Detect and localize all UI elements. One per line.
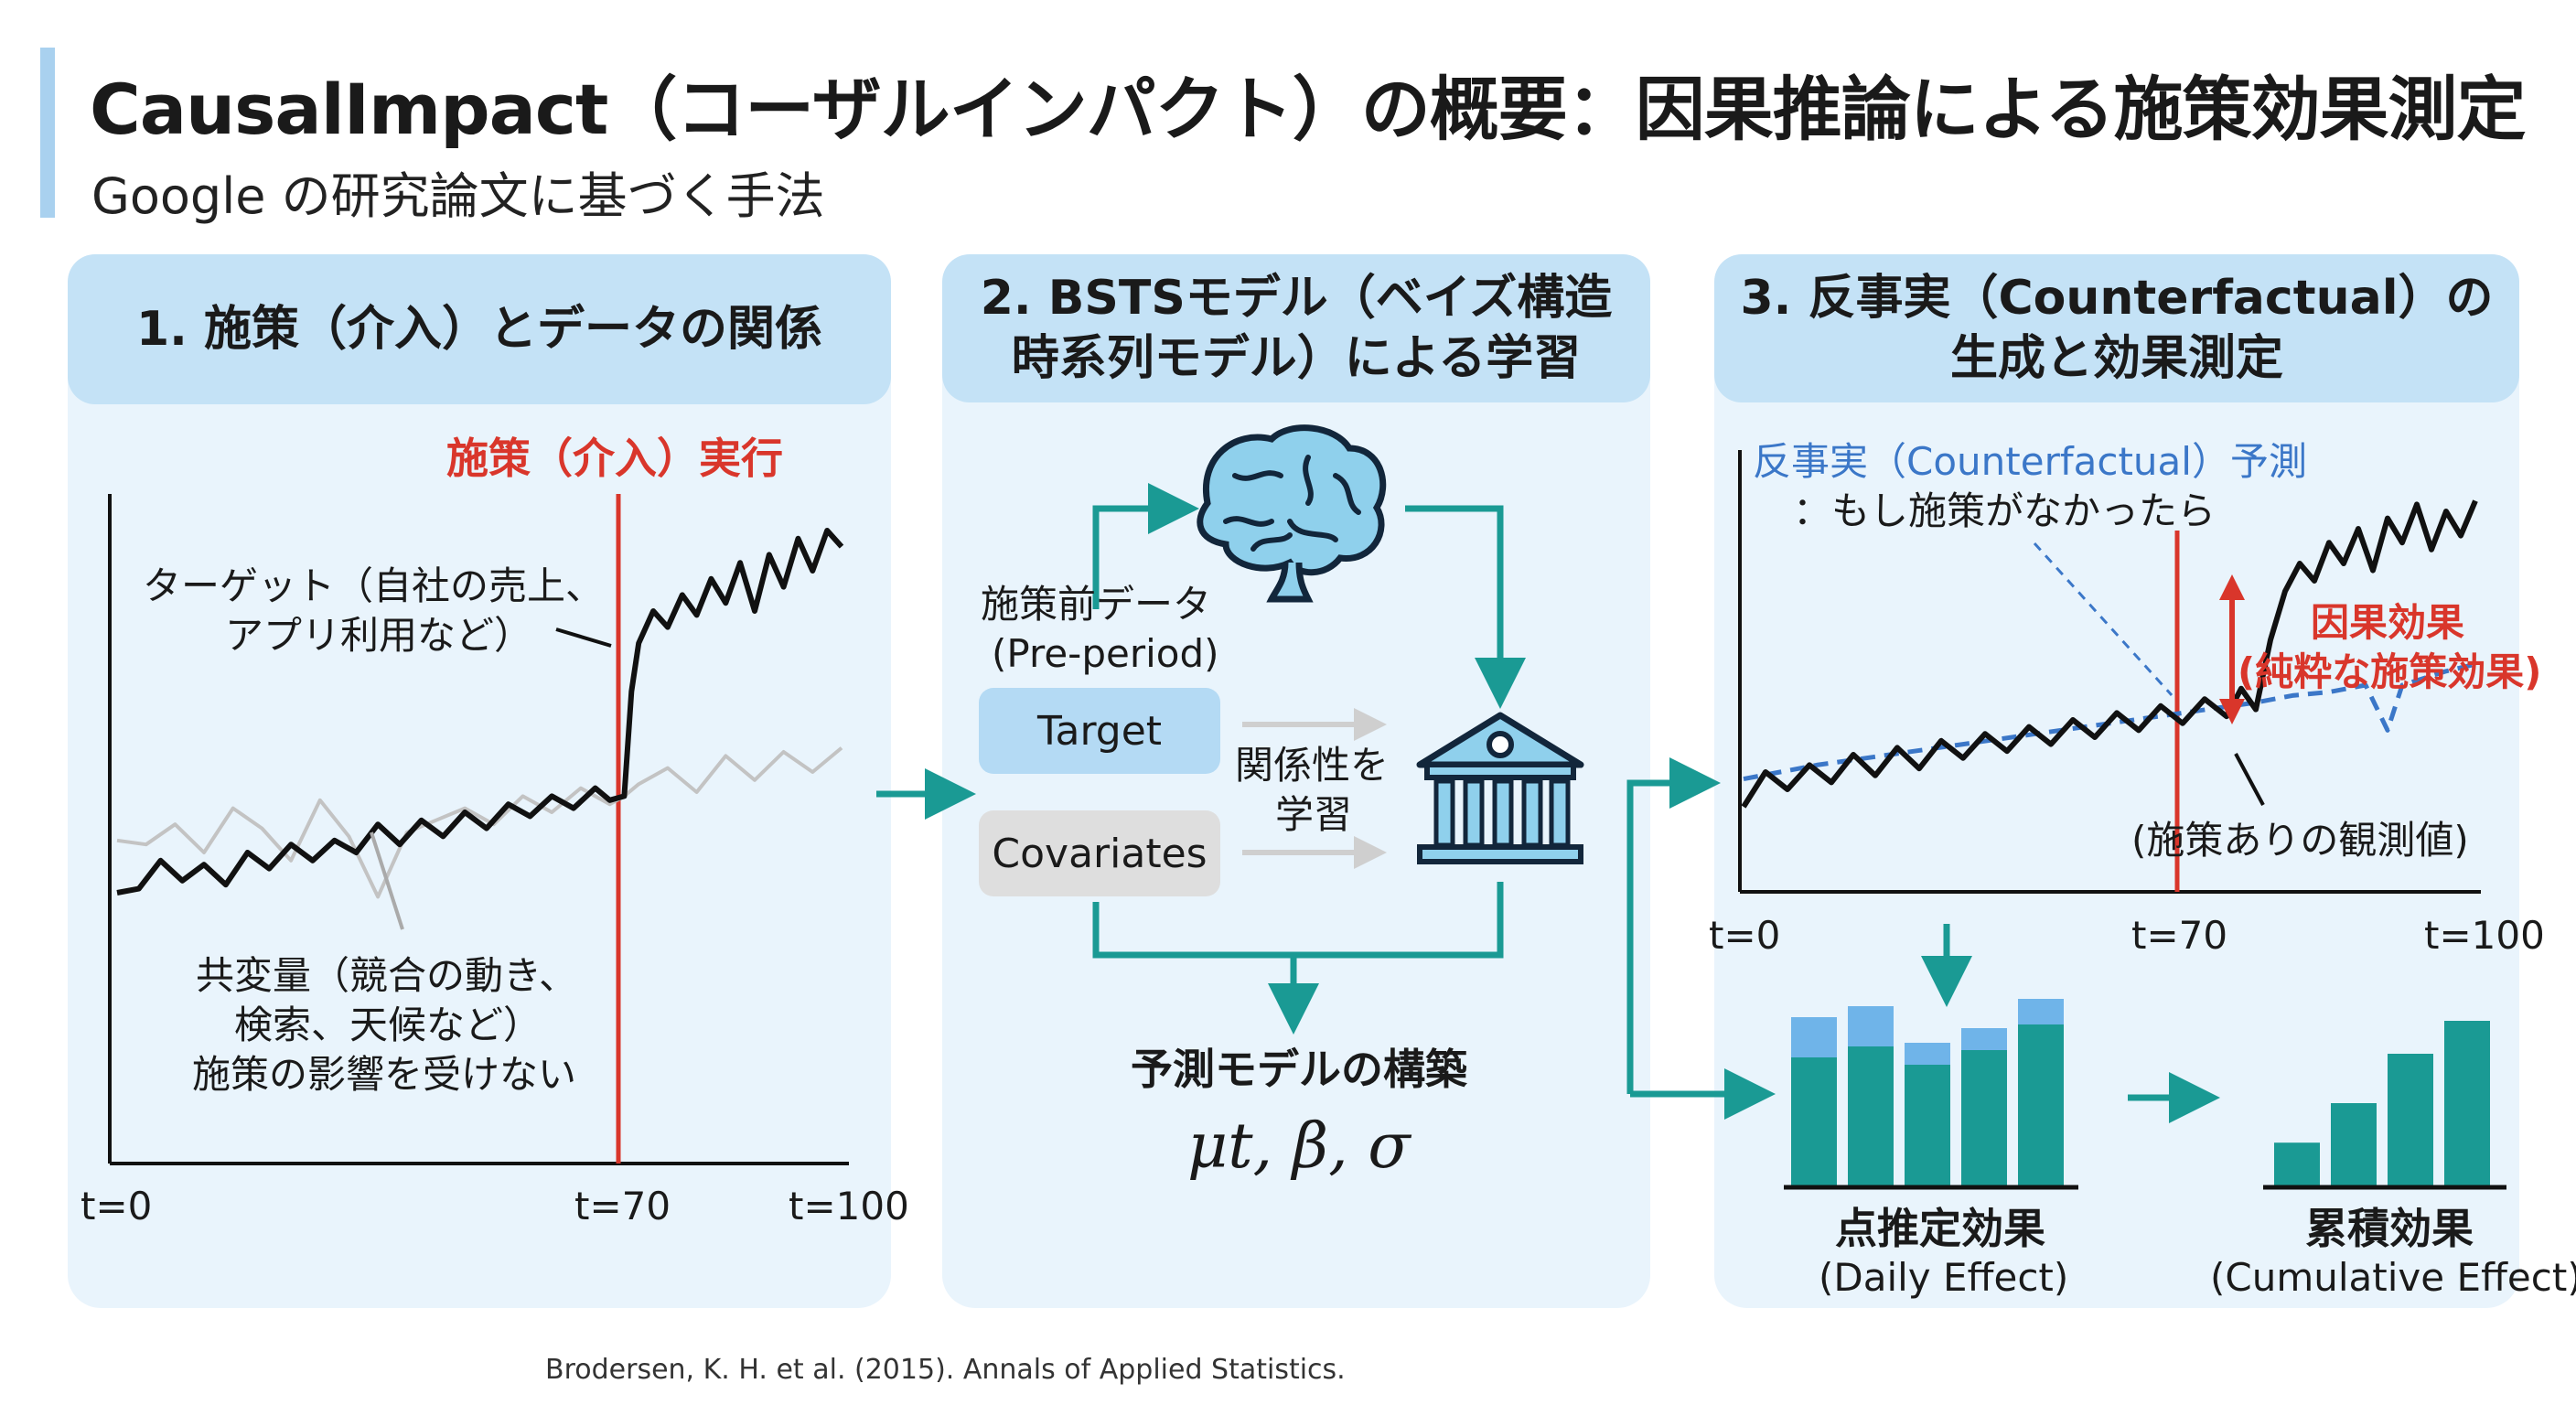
covariate-label-line2: 検索、天候など） bbox=[234, 1003, 542, 1047]
covariates-box: Covariates bbox=[979, 810, 1220, 896]
target-label-line2: アプリ利用など） bbox=[225, 613, 533, 658]
page-title: CausalImpact（コーザルインパクト）の概要：因果推論による施策効果測定 bbox=[90, 69, 2526, 150]
cumulative-bar bbox=[2388, 1054, 2433, 1185]
daily-bar-teal bbox=[2018, 1024, 2064, 1185]
cumulative-sub: (Cumulative Effect) bbox=[2210, 1255, 2576, 1300]
p1-tick-t0: t=0 bbox=[80, 1184, 153, 1228]
cumulative-bar bbox=[2444, 1021, 2490, 1185]
citation: Brodersen, K. H. et al. (2015). Annals o… bbox=[545, 1354, 1346, 1386]
arrow-to-brain bbox=[1092, 483, 1199, 609]
cumulative-bar bbox=[2331, 1103, 2377, 1185]
panel3-heading: 3. 反事実（Counterfactual）の生成と効果測定 bbox=[1714, 254, 2519, 402]
daily-bar-blue bbox=[1848, 1006, 1894, 1046]
intervention-label: 施策（介入）実行 bbox=[446, 434, 783, 483]
flow-bottom-loop bbox=[1092, 882, 1504, 959]
panel2-heading: 2. BSTSモデル（ベイズ構造時系列モデル）による学習 bbox=[942, 254, 1650, 402]
cumulative-title: 累積効果 bbox=[2305, 1204, 2474, 1253]
cf-sub-label: ：もし施策がなかったら bbox=[1793, 488, 2216, 533]
target-series-line bbox=[116, 528, 844, 896]
observed-leader-line bbox=[2234, 753, 2265, 806]
counterfactual-series-line bbox=[1743, 661, 2476, 782]
daily-bar-blue bbox=[1905, 1043, 1950, 1065]
panel3-chart bbox=[1738, 450, 2481, 894]
pre-period-line2: (Pre-period) bbox=[992, 631, 1219, 676]
daily-bar-blue bbox=[1791, 1017, 1837, 1057]
cumulative-bar bbox=[2274, 1142, 2320, 1185]
daily-bar-blue bbox=[1961, 1028, 2007, 1050]
daily-bar-teal bbox=[1791, 1057, 1837, 1185]
effect-label-line1: 因果効果 bbox=[2311, 600, 2465, 645]
learn-label-line2: 学習 bbox=[1275, 792, 1353, 837]
observed-series-line bbox=[1741, 499, 2478, 809]
page-subtitle: Google の研究論文に基づく手法 bbox=[91, 167, 825, 225]
effect-label-line2: (純粋な施策効果) bbox=[2238, 649, 2542, 694]
p3-tick-t0: t=0 bbox=[1709, 913, 1781, 958]
covariate-label-line1: 共変量（競合の動き、 bbox=[196, 953, 578, 998]
learn-label-line1: 関係性を bbox=[1235, 743, 1390, 788]
daily-bar-teal bbox=[1848, 1046, 1894, 1185]
cf-label: 反事実（Counterfactual）予測 bbox=[1753, 439, 2307, 484]
arrow-p2-p3-chart bbox=[1626, 757, 1721, 1094]
target-box: Target bbox=[979, 688, 1220, 774]
daily-bar-teal bbox=[1961, 1050, 2007, 1185]
brain-icon bbox=[1197, 424, 1387, 603]
bank-icon bbox=[1416, 712, 1584, 864]
panel2-flow bbox=[1092, 424, 1584, 1035]
model-label: 予測モデルの構築 bbox=[1131, 1045, 1467, 1094]
effect-arrow-head-up bbox=[2219, 574, 2245, 600]
target-leader-line bbox=[555, 627, 612, 648]
covariate-label-line3: 施策の影響を受けない bbox=[192, 1052, 577, 1097]
panel1-heading: 1. 施策（介入）とデータの関係 bbox=[68, 254, 891, 404]
effect-arrow-head-down bbox=[2219, 699, 2245, 724]
cumulative-effect-bars bbox=[2274, 1021, 2490, 1185]
observed-label: (施策ありの観測値) bbox=[2131, 818, 2469, 863]
p1-tick-t100: t=100 bbox=[789, 1184, 909, 1228]
cf-leader-line bbox=[2033, 542, 2174, 697]
daily-title: 点推定効果 bbox=[1835, 1204, 2045, 1253]
daily-bar-teal bbox=[1905, 1065, 1950, 1185]
target-label-line1: ターゲット（自社の売上、 bbox=[143, 563, 605, 608]
covariate-leader-line bbox=[370, 831, 404, 930]
p3-tick-t100: t=100 bbox=[2424, 913, 2545, 958]
daily-bar-blue bbox=[2018, 999, 2064, 1024]
model-params: μt, β, σ bbox=[1187, 1110, 1411, 1183]
p3-tick-t70: t=70 bbox=[2131, 913, 2228, 958]
daily-sub: (Daily Effect) bbox=[1819, 1255, 2069, 1300]
title-accent-bar bbox=[40, 48, 55, 218]
arrow-brain-to-bank bbox=[1405, 505, 1526, 709]
daily-effect-bars bbox=[1791, 999, 2064, 1185]
pre-period-line1: 施策前データ bbox=[981, 582, 1212, 627]
panel1-chart bbox=[108, 494, 849, 1165]
p1-tick-t70: t=70 bbox=[574, 1184, 671, 1228]
